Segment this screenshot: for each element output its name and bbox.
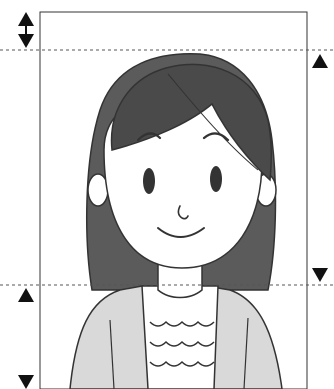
left-eyebrow [136, 132, 162, 142]
left-eye [143, 168, 155, 194]
jacket-seam-left [109, 319, 115, 389]
shirt-ruffle-2 [149, 340, 215, 347]
right-eye [210, 166, 222, 192]
shirt-ruffle-3 [149, 360, 215, 367]
arrow-face-height-up [312, 54, 328, 68]
shirt [141, 285, 219, 389]
mouth [157, 227, 205, 238]
right-eyebrow [202, 132, 230, 142]
shirt-ruffle-1 [149, 320, 215, 327]
hair-strand [167, 73, 259, 171]
arrow-lower-down [18, 375, 34, 389]
arrow-lower-up [18, 288, 34, 302]
nose [177, 205, 189, 220]
hair-bangs [110, 63, 273, 182]
arrow-face-height-down [312, 268, 328, 282]
arrow-top-margin-up [18, 12, 34, 26]
arrow-top-margin-down [18, 34, 34, 48]
jacket-seam-right [243, 317, 249, 389]
